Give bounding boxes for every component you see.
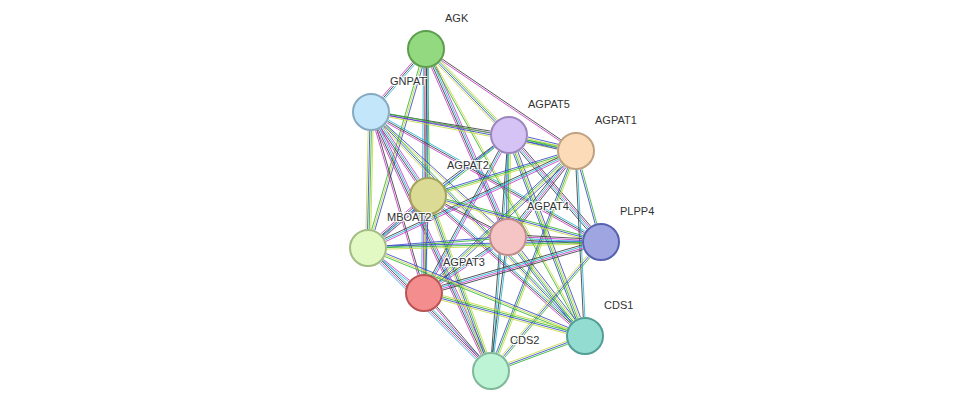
protein-label: MBOAT2 (387, 211, 431, 223)
protein-node: PLPP4 (582, 223, 620, 261)
evidence-line (520, 166, 564, 222)
interaction-edge (441, 207, 572, 324)
interaction-edge (527, 137, 558, 149)
protein-label: GNPAT (390, 75, 426, 87)
evidence-line (386, 254, 568, 328)
protein-node: AGPAT1 (557, 132, 595, 170)
evidence-line (436, 308, 478, 357)
evidence-line (440, 248, 492, 283)
protein-label: AGK (445, 12, 468, 24)
protein-node: AGPAT3 (405, 274, 443, 312)
evidence-line (443, 250, 583, 290)
evidence-line (528, 139, 558, 146)
interaction-edge (389, 114, 557, 149)
evidence-line (382, 261, 478, 357)
evidence-line (386, 255, 568, 329)
protein-node: AGPAT2 (409, 177, 447, 215)
interaction-edge (385, 158, 560, 242)
protein-node: GNPAT (352, 93, 390, 131)
evidence-line (388, 121, 585, 232)
evidence-line (387, 241, 582, 246)
evidence-line (385, 257, 567, 331)
evidence-line (385, 158, 559, 239)
interaction-edge (580, 169, 596, 224)
protein-node: CDS1 (566, 317, 604, 355)
protein-node: AGPAT5 (490, 116, 528, 154)
evidence-line (509, 344, 567, 366)
protein-node: MBOAT2 (349, 229, 387, 267)
interaction-edge (442, 296, 568, 334)
protein-label: CDS2 (510, 334, 539, 346)
evidence-line (442, 300, 566, 333)
evidence-line (519, 165, 563, 221)
protein-label: AGPAT4 (527, 200, 569, 212)
evidence-line (443, 296, 567, 329)
evidence-line (522, 251, 576, 320)
interaction-edge (436, 307, 479, 357)
evidence-line (366, 131, 368, 229)
protein-node: CDS2 (472, 352, 510, 390)
evidence-line (582, 169, 597, 223)
interaction-edge (385, 254, 568, 331)
evidence-line (385, 159, 559, 240)
protein-node: AGK (407, 30, 445, 68)
protein-label: AGPAT5 (528, 98, 570, 110)
evidence-line (381, 262, 477, 358)
evidence-line (443, 297, 567, 330)
protein-label: AGPAT3 (443, 256, 485, 268)
evidence-line (522, 167, 566, 223)
evidence-line (442, 299, 566, 332)
evidence-line (380, 263, 476, 359)
protein-label: AGPAT1 (595, 114, 637, 126)
protein-label: PLPP4 (620, 205, 654, 217)
evidence-line (580, 170, 595, 224)
protein-node: AGPAT4 (489, 218, 527, 256)
evidence-line (389, 117, 557, 149)
interaction-edge (366, 131, 373, 229)
interaction-edge (387, 120, 585, 234)
evidence-line (439, 246, 491, 281)
protein-label: AGPAT2 (447, 159, 489, 171)
interaction-edge (387, 241, 582, 249)
evidence-line (527, 140, 557, 147)
evidence-line (527, 142, 557, 149)
evidence-line (437, 307, 479, 356)
interaction-edge (383, 125, 573, 324)
evidence-line (387, 123, 584, 234)
interaction-edge (380, 260, 480, 360)
protein-label: CDS1 (604, 299, 633, 311)
